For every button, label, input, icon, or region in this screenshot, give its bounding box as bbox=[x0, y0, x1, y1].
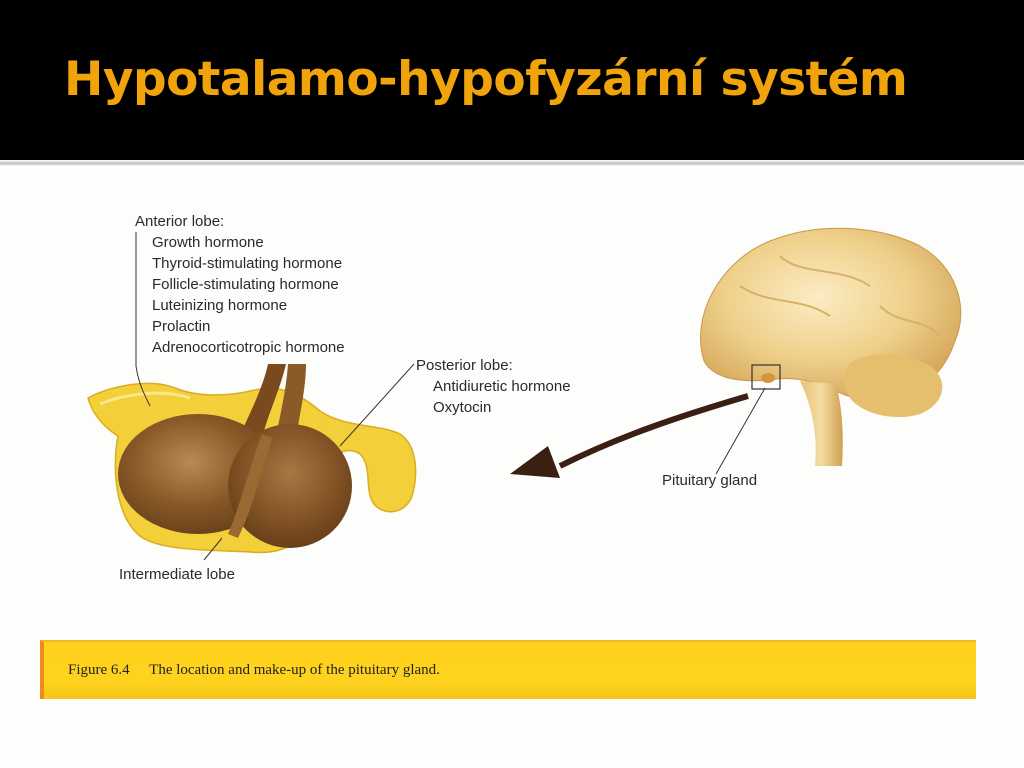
list-item: Adrenocorticotropic hormone bbox=[152, 339, 345, 356]
anterior-hormone-list: Growth hormone Thyroid-stimulating hormo… bbox=[152, 232, 345, 358]
list-item: Prolactin bbox=[152, 318, 211, 335]
posterior-lobe-title: Posterior lobe: bbox=[416, 357, 513, 374]
figure-caption-band: Figure 6.4 The location and make-up of t… bbox=[40, 640, 976, 699]
title-bar: Hypotalamo-hypofyzární systém bbox=[0, 0, 1024, 160]
anterior-lobe-title: Anterior lobe: bbox=[135, 213, 225, 230]
list-item: Antidiuretic hormone bbox=[433, 378, 571, 395]
list-item: Follicle-stimulating hormone bbox=[152, 276, 339, 293]
figure-number: Figure 6.4 bbox=[68, 662, 130, 678]
list-item: Luteinizing hormone bbox=[152, 297, 288, 314]
figure-caption-text: The location and make-up of the pituitar… bbox=[149, 662, 440, 678]
slide-title: Hypotalamo-hypofyzární systém bbox=[64, 52, 908, 107]
leader-lines bbox=[135, 232, 766, 561]
figure-caption: Figure 6.4 The location and make-up of t… bbox=[68, 662, 440, 679]
list-item: Thyroid-stimulating hormone bbox=[152, 255, 343, 272]
brain-illustration bbox=[700, 227, 962, 466]
pituitary-stalk bbox=[240, 364, 306, 438]
arrow-icon bbox=[510, 393, 749, 478]
list-item: Growth hormone bbox=[152, 234, 264, 251]
pituitary-figure bbox=[87, 227, 962, 561]
intermediate-lobe-label: Intermediate lobe bbox=[119, 566, 235, 583]
list-item: Oxytocin bbox=[433, 399, 492, 416]
title-divider bbox=[0, 160, 1024, 166]
pituitary-gland-label: Pituitary gland bbox=[662, 472, 758, 489]
intermediate-lobe bbox=[228, 434, 272, 538]
posterior-hormone-list: Antidiuretic hormone Oxytocin bbox=[433, 376, 571, 418]
slide-content: Anterior lobe: Growth hormone Thyroid-st… bbox=[0, 166, 1024, 768]
pituitary-highlight-box bbox=[751, 364, 781, 390]
